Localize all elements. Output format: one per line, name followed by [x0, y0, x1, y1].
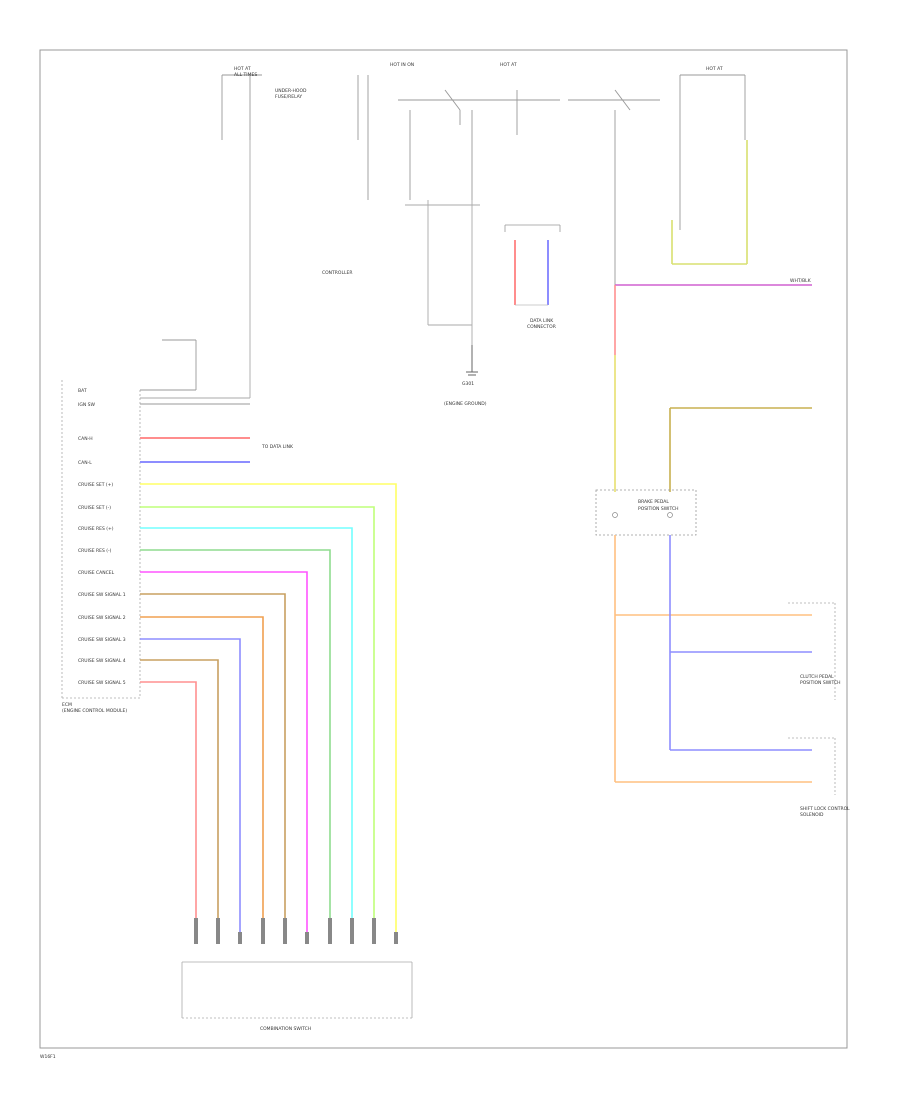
ground-label: G301: [462, 381, 474, 387]
svg-text:CRUISE CANCEL: CRUISE CANCEL: [78, 570, 115, 576]
svg-text:CRUISE SET (-): CRUISE SET (-): [78, 505, 111, 511]
brake-switch-contact-2: [667, 512, 673, 518]
combo-switch-box: [181, 961, 413, 1019]
svg-text:BAT: BAT: [78, 388, 87, 394]
dlc-label: DATA LINK: [530, 318, 554, 324]
hot-at-label: HOT AT: [500, 62, 517, 68]
can-vertical: [514, 240, 549, 306]
can-dlc-label: TO DATA LINK: [261, 444, 294, 450]
ecm-pin-labels: BAT IGN SW CAN-H CAN-L CRUISE SET (+) CR…: [78, 388, 126, 686]
svg-text:IGN SW: IGN SW: [78, 402, 95, 408]
dlc-sublabel: CONNECTOR: [527, 324, 556, 330]
power-wires: [405, 200, 480, 345]
svg-text:CAN-L: CAN-L: [78, 460, 92, 466]
ecm-box: [61, 380, 141, 699]
combo-terminals: [194, 918, 398, 944]
svg-text:CRUISE RES (+): CRUISE RES (+): [78, 526, 114, 532]
page-frame: [39, 49, 848, 1049]
ecm-label: ECM: [62, 702, 72, 708]
page-code: W16F1: [40, 1054, 56, 1060]
brake-switch-label: BRAKE PEDAL: [638, 499, 669, 505]
fuse-box-middle: [398, 89, 660, 200]
right-fuse-label: HOT AT: [706, 66, 723, 72]
svg-text:CRUISE SW SIGNAL 3: CRUISE SW SIGNAL 3: [78, 637, 126, 643]
brake-switch-box: [595, 489, 697, 536]
clutch-switch-label: CLUTCH PEDAL: [800, 674, 834, 680]
brake-signal-label: WHT/BLK: [790, 278, 812, 284]
shift-lock-sublabel: SOLENOID: [800, 812, 824, 818]
fuse-box-note: UNDER-HOOD: [275, 88, 307, 94]
ecm-top-wires: [140, 339, 250, 405]
svg-text:CAN-H: CAN-H: [78, 436, 93, 442]
lower-right-wires: [614, 535, 812, 783]
battery-wire: [140, 140, 251, 399]
clutch-signal-wire: [669, 407, 812, 492]
brake-switch-contact-1: [612, 512, 618, 518]
ground-g301: [466, 345, 478, 376]
svg-text:CRUISE SW SIGNAL 4: CRUISE SW SIGNAL 4: [78, 658, 126, 664]
fuse-box-left: [221, 74, 369, 200]
brake-switch-sublabel: POSITION SWITCH: [638, 506, 679, 512]
lower-right-switch-boxes: [788, 602, 836, 795]
ecm-sublabel: (ENGINE CONTROL MODULE): [62, 708, 127, 714]
can-box: [504, 224, 561, 232]
fuse-box-right: [614, 74, 746, 285]
combo-switch-label: COMBINATION SWITCH: [260, 1026, 311, 1032]
clutch-feed-wire: [671, 140, 748, 265]
fuse-box-note-2: FUSE/RELAY: [275, 94, 302, 100]
ground-sublabel: (ENGINE GROUND): [444, 401, 487, 407]
svg-text:CRUISE SW SIGNAL 2: CRUISE SW SIGNAL 2: [78, 615, 126, 621]
svg-text:CRUISE RES (-): CRUISE RES (-): [78, 548, 112, 554]
clutch-switch-sublabel: POSITION SWITCH: [800, 680, 841, 686]
fuse-box-label-1: HOT AT: [234, 66, 251, 72]
svg-text:CRUISE SET (+): CRUISE SET (+): [78, 482, 113, 488]
ign-label: HOT IN ON: [390, 62, 414, 68]
svg-text:CRUISE SW SIGNAL 1: CRUISE SW SIGNAL 1: [78, 592, 126, 598]
can-system-label: CONTROLLER: [322, 270, 352, 276]
svg-text:CRUISE SW SIGNAL 5: CRUISE SW SIGNAL 5: [78, 680, 126, 686]
cruise-wires: [140, 483, 397, 940]
fuse-box-label-2: ALL TIMES: [234, 72, 257, 78]
shift-lock-label: SHIFT LOCK CONTROL: [800, 806, 850, 812]
